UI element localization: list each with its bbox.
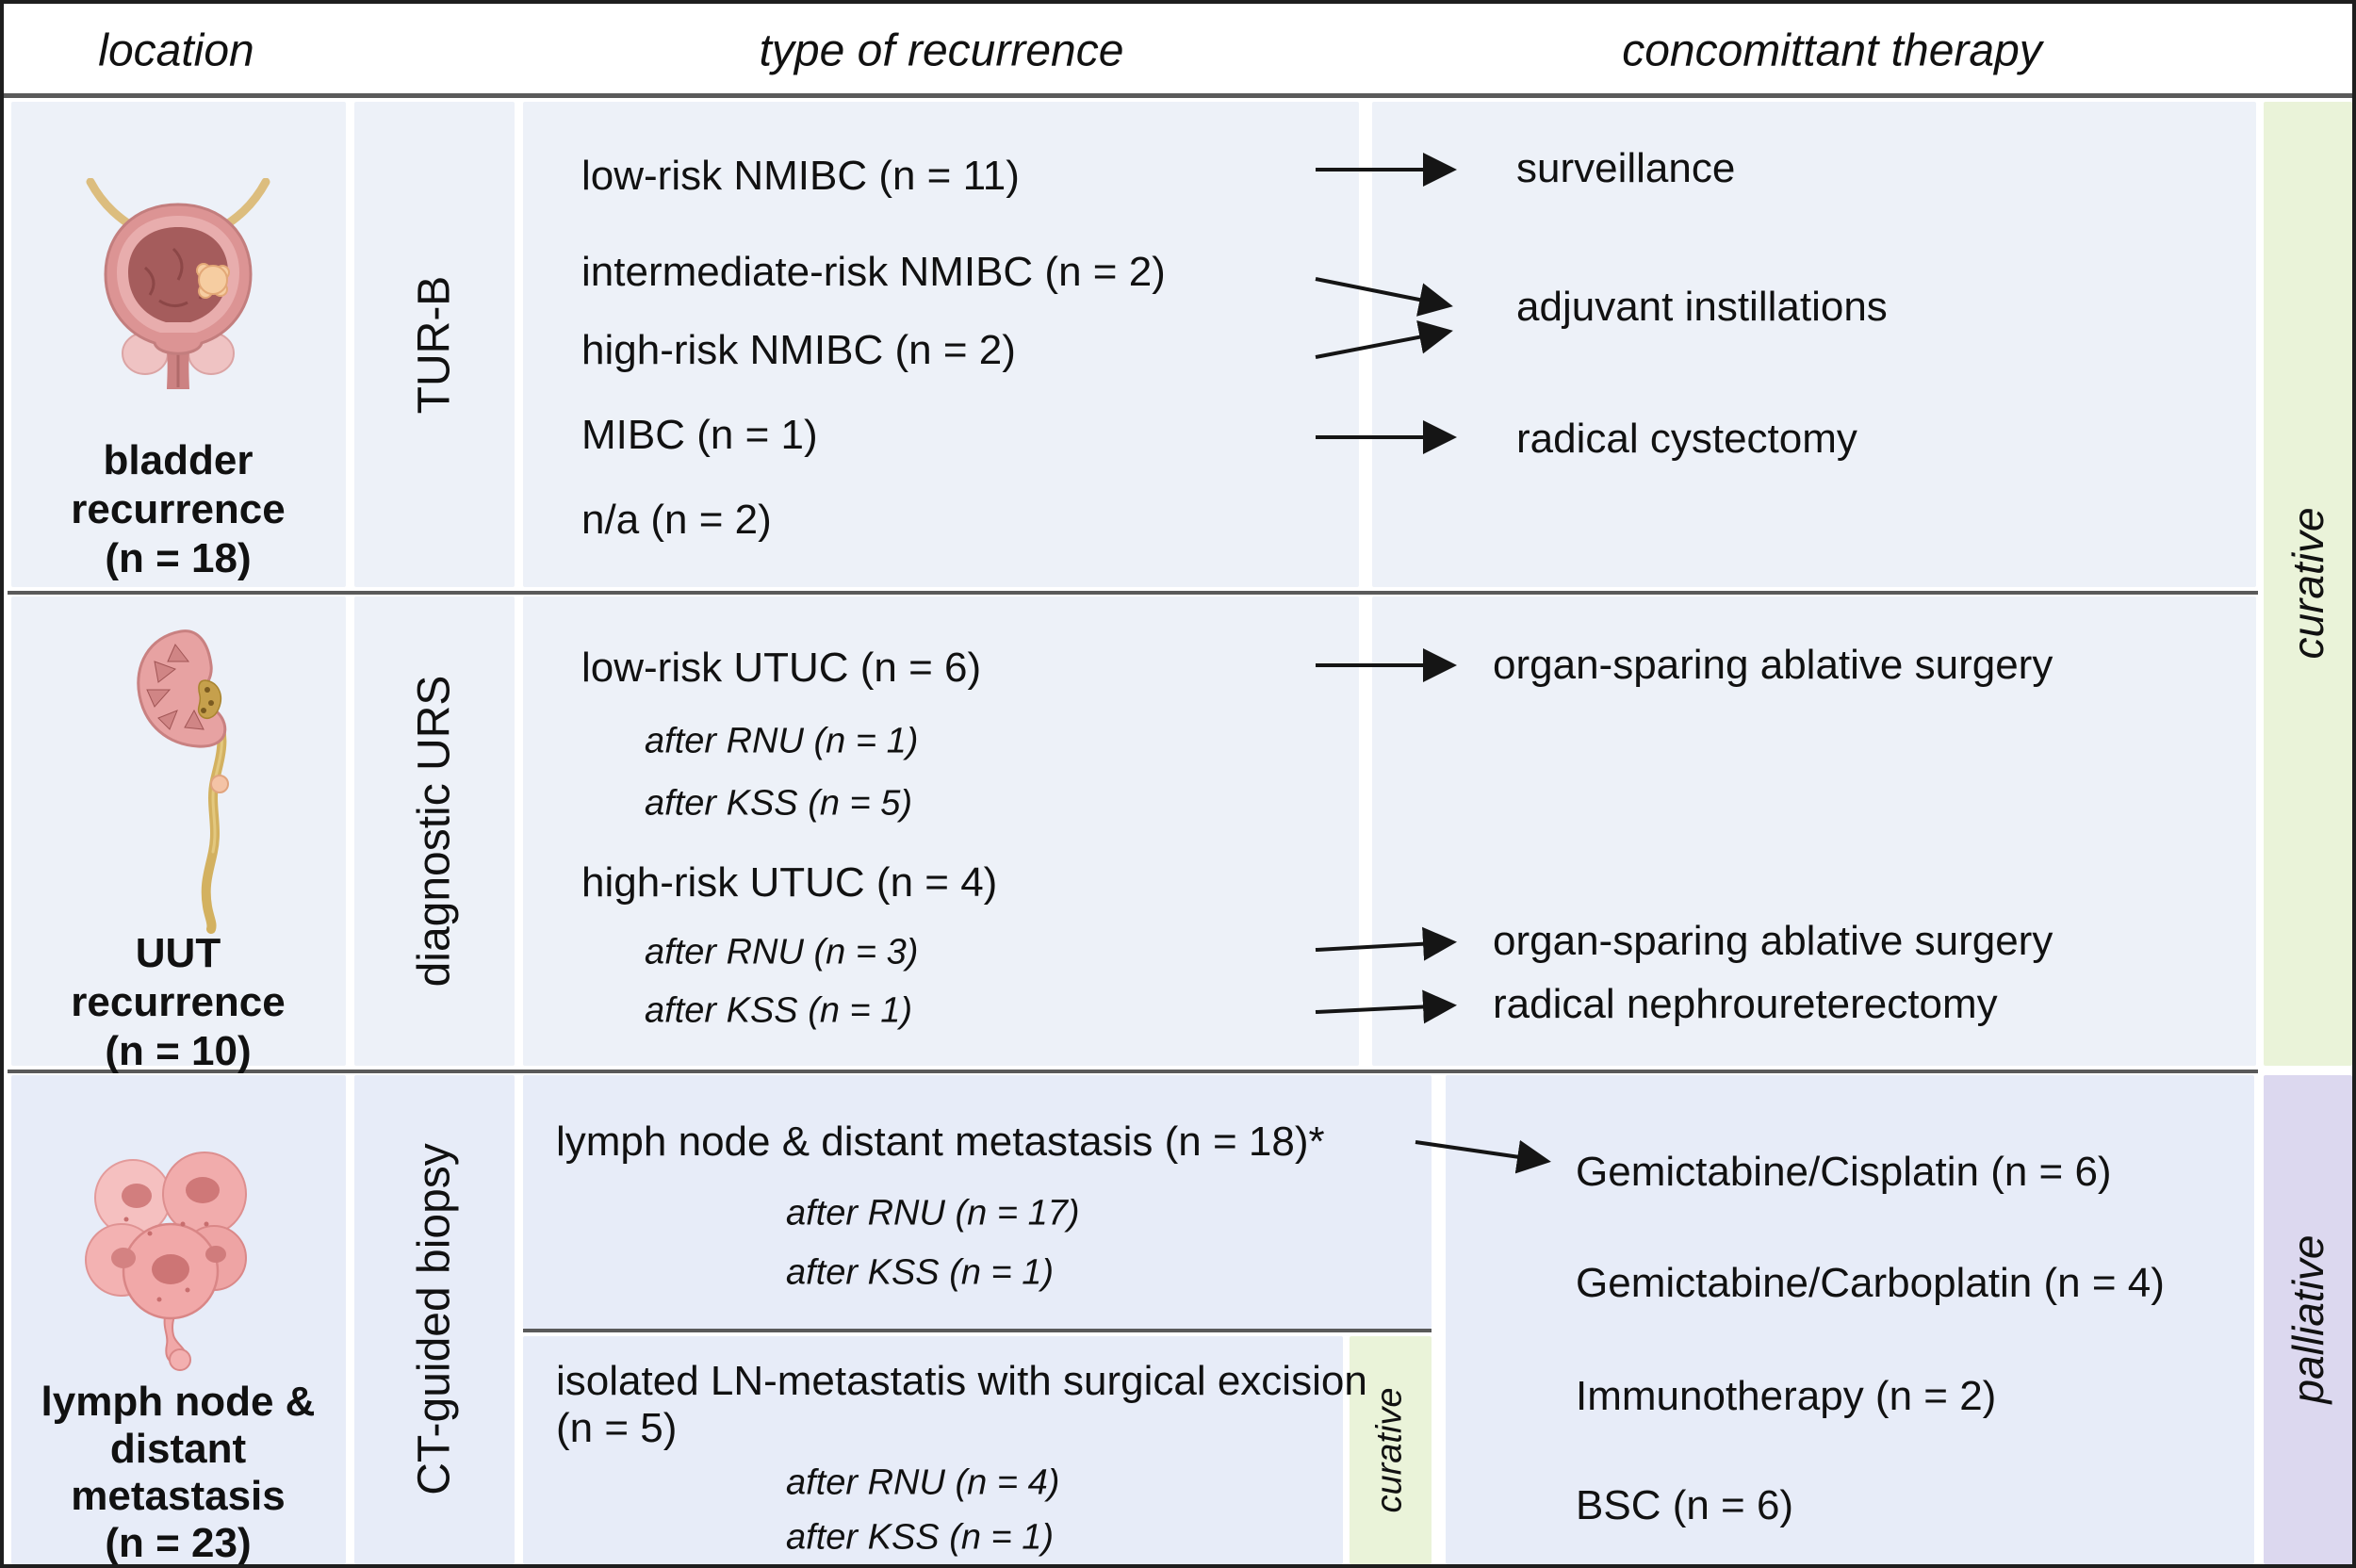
therapy-item: surveillance: [1516, 145, 1736, 191]
therapy-item: adjuvant instillations: [1516, 284, 1888, 330]
row3-location-label: lymph node &: [41, 1379, 316, 1425]
therapy-item: organ-sparing ablative surgery: [1493, 642, 2053, 688]
row2-type-box: [523, 596, 1359, 1066]
row1-type-box: [523, 102, 1359, 587]
header-location: location: [98, 25, 254, 76]
header-concomittant-therapy: concomittant therapy: [1622, 25, 2042, 76]
type-subitem: after KSS (n = 1): [786, 1517, 1055, 1558]
curative-bar: [2264, 102, 2352, 1066]
type-subitem: after RNU (n = 17): [786, 1193, 1080, 1233]
header-divider: [4, 93, 2352, 98]
row3-curative-strip-label: curative: [1369, 1387, 1410, 1513]
row1-procedure-box: [354, 102, 515, 587]
type-item: isolated LN-metastatis with surgical exc…: [556, 1358, 1367, 1404]
therapy-item: Immunotherapy (n = 2): [1576, 1373, 1997, 1419]
therapy-item: Gemictabine/Carboplatin (n = 4): [1576, 1260, 2165, 1306]
type-item: high-risk UTUC (n = 4): [581, 859, 998, 906]
type-subitem: after RNU (n = 1): [645, 721, 919, 761]
row3-location-box: [11, 1075, 346, 1564]
type-item: low-risk UTUC (n = 6): [581, 645, 982, 691]
therapy-item: radical cystectomy: [1516, 416, 1857, 462]
type-subitem: after RNU (n = 3): [645, 932, 919, 972]
type-subitem: after KSS (n = 1): [645, 990, 913, 1031]
row-divider-2: [8, 1070, 2258, 1073]
therapy-item: Gemictabine/Cisplatin (n = 6): [1576, 1149, 2112, 1195]
type-item-count: (n = 5): [556, 1405, 678, 1451]
row2-location-count: (n = 10): [105, 1028, 252, 1074]
header-type-of-recurrence: type of recurrence: [759, 25, 1124, 76]
row3-procedure-label: CT-guided biopsy: [409, 1143, 460, 1495]
row2-location-label: UUT: [135, 930, 221, 976]
type-item: high-risk NMIBC (n = 2): [581, 327, 1016, 373]
type-item: lymph node & distant metastasis (n = 18)…: [556, 1119, 1325, 1165]
bladder-icon: [86, 178, 270, 389]
row2-procedure-box: [354, 596, 515, 1066]
row1-location-label: bladder: [103, 437, 254, 483]
row3-procedure-box: [354, 1075, 515, 1564]
row3-curative-strip: [1350, 1336, 1432, 1564]
row3-location-label: metastasis: [71, 1473, 286, 1519]
type-item: MIBC (n = 1): [581, 412, 818, 458]
type-item: intermediate-risk NMIBC (n = 2): [581, 249, 1166, 295]
row2-location-label: recurrence: [71, 979, 286, 1025]
row3-location-count: (n = 23): [105, 1520, 252, 1566]
type-item: n/a (n = 2): [581, 497, 772, 543]
row3-type-upper-box: [523, 1075, 1432, 1329]
row-divider-1: [8, 591, 2258, 595]
therapy-item: radical nephroureterectomy: [1493, 981, 1998, 1027]
palliative-bar: [2264, 1075, 2352, 1564]
row1-therapy-box: [1372, 102, 2256, 587]
therapy-item: organ-sparing ablative surgery: [1493, 918, 2053, 964]
curative-bar-label: curative: [2283, 507, 2332, 660]
palliative-bar-label: palliative: [2283, 1234, 2332, 1404]
row1-location-label: recurrence: [71, 486, 286, 532]
row3-inner-divider: [523, 1329, 1432, 1332]
type-subitem: after KSS (n = 1): [786, 1252, 1055, 1293]
row2-therapy-box: [1372, 596, 2256, 1066]
kidney-icon: [137, 629, 229, 934]
type-subitem: after RNU (n = 4): [786, 1462, 1060, 1503]
therapy-item: BSC (n = 6): [1576, 1482, 1794, 1528]
type-item: low-risk NMIBC (n = 11): [581, 153, 1020, 199]
row3-therapy-box: [1446, 1075, 2254, 1564]
row3-location-label: distant: [109, 1426, 247, 1472]
row3-type-lower-box: [523, 1336, 1343, 1564]
row1-location-count: (n = 18): [105, 535, 252, 581]
metastasis-icon: [85, 1152, 247, 1371]
row2-procedure-label: diagnostic URS: [409, 675, 460, 988]
row1-procedure-label: TUR-B: [409, 275, 460, 415]
type-subitem: after KSS (n = 5): [645, 783, 913, 824]
